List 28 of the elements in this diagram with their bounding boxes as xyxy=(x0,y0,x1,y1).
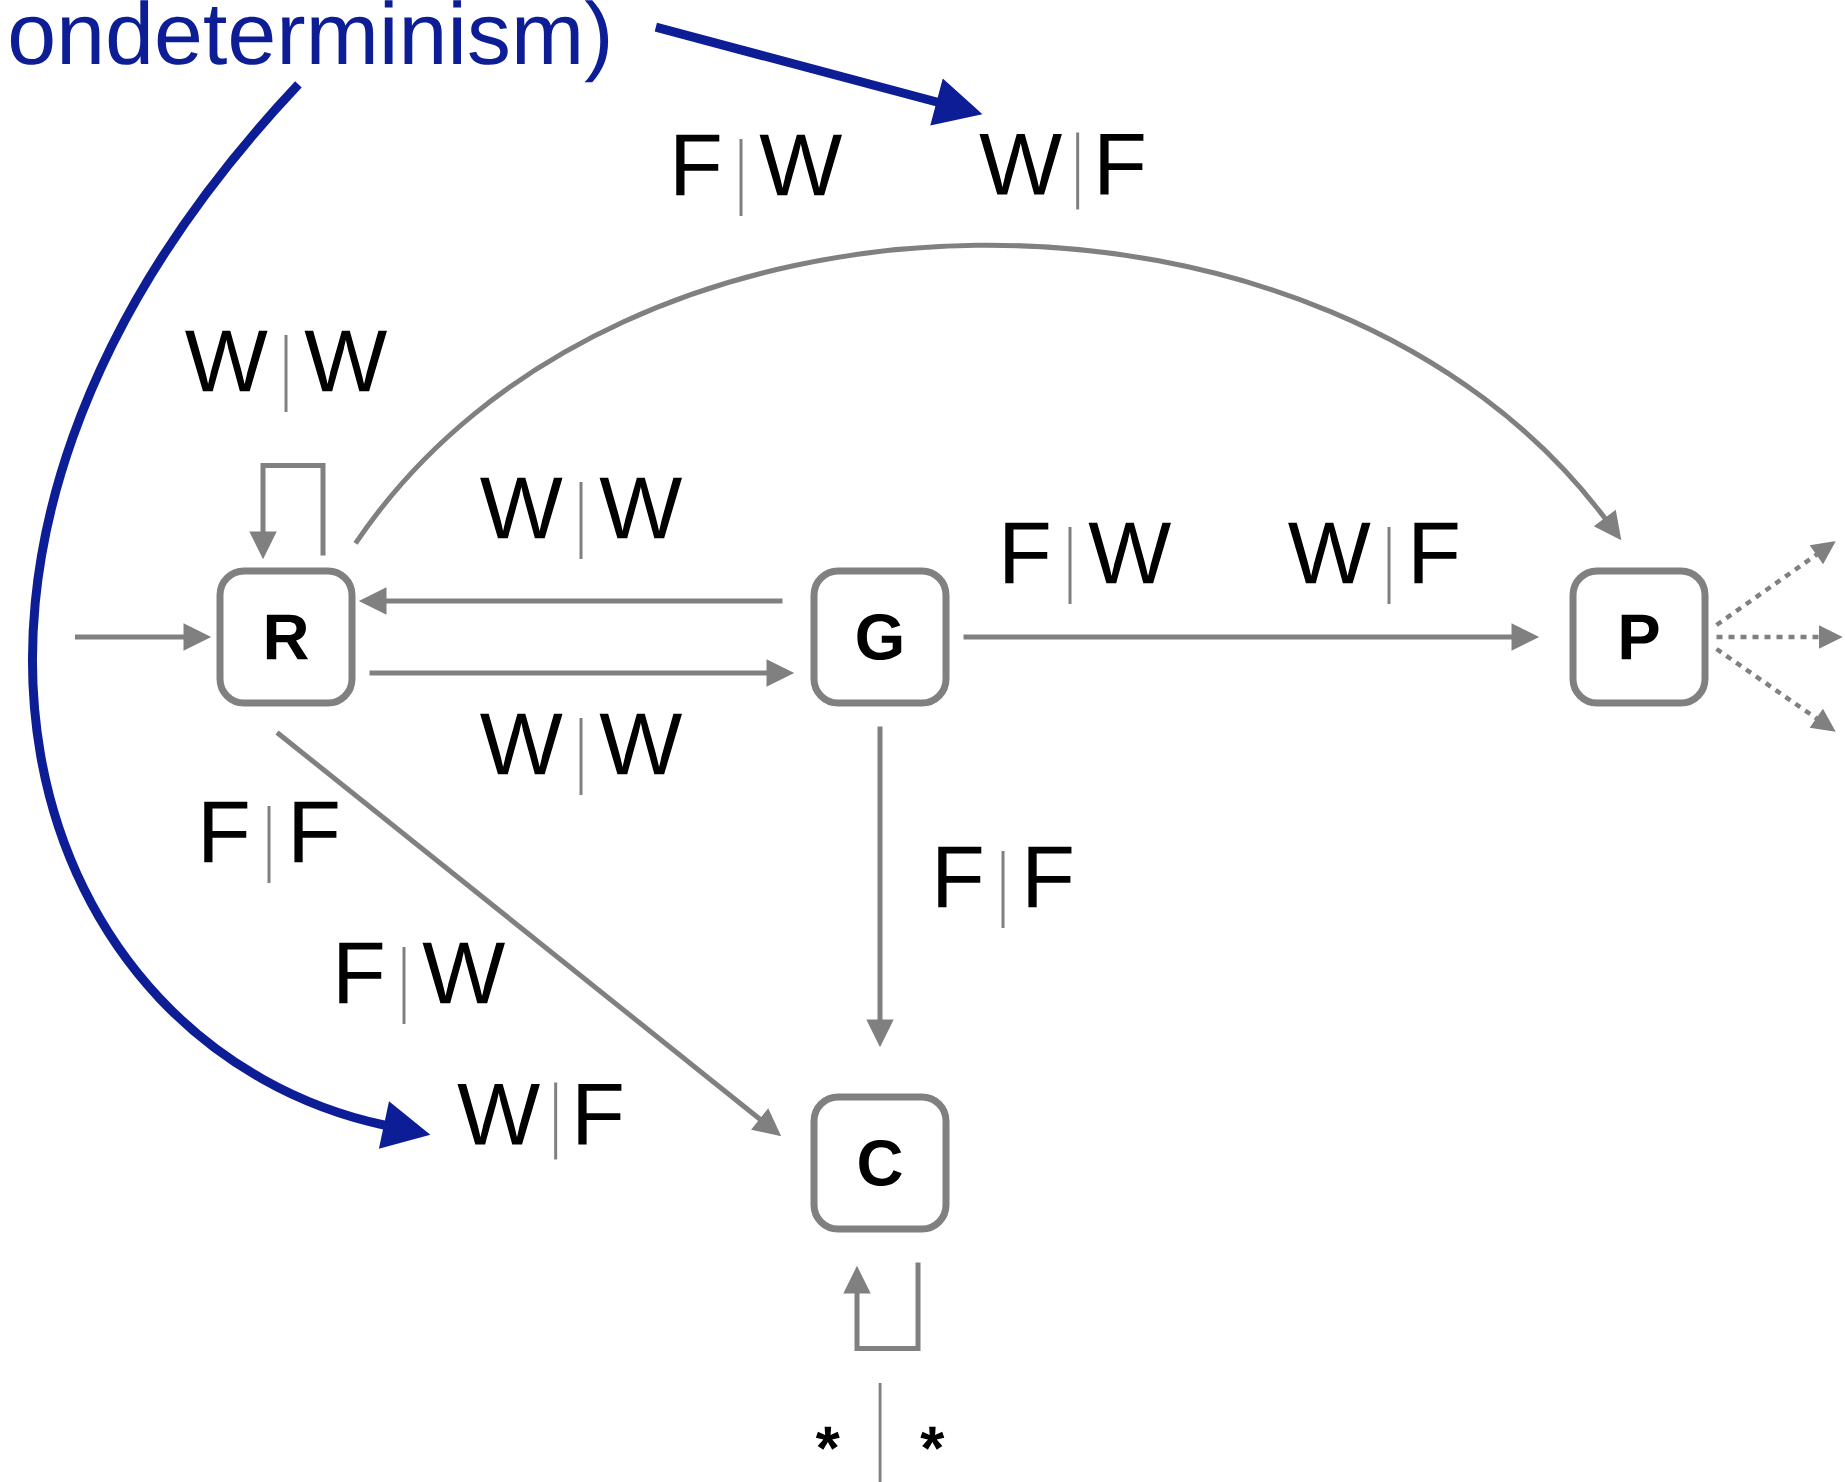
signal-label: F xyxy=(204,801,248,863)
signal-label: * xyxy=(920,1426,945,1450)
signal-label: F xyxy=(676,134,720,196)
state-box: C xyxy=(810,1093,950,1233)
signal-label: W xyxy=(599,713,682,775)
signal-label: F xyxy=(1414,522,1458,584)
transition-label: W F xyxy=(979,132,1144,210)
state-box: P xyxy=(1569,567,1709,707)
transition-label: W F xyxy=(457,1082,622,1160)
arrow xyxy=(843,1262,921,1351)
signal-label: F xyxy=(339,942,383,1004)
state-box: R xyxy=(216,567,356,707)
signal-label: W xyxy=(1088,522,1171,584)
signal-label: W xyxy=(599,477,682,539)
signal-label: F xyxy=(294,801,338,863)
signal-label: W xyxy=(422,942,505,1004)
signal-label: * xyxy=(815,1426,840,1450)
signal-label: W xyxy=(304,330,387,392)
annotation-text: ondeterminism) xyxy=(10,0,609,83)
signal-label: F xyxy=(1028,846,1072,908)
signal-label: F xyxy=(938,846,982,908)
signal-label: W xyxy=(1288,522,1371,584)
signal-label: W xyxy=(480,477,563,539)
signal-label: W xyxy=(759,134,842,196)
signal-label: F xyxy=(1005,522,1049,584)
signal-label: W xyxy=(480,713,563,775)
state-box: G xyxy=(810,567,950,707)
signal-label: W xyxy=(185,330,268,392)
